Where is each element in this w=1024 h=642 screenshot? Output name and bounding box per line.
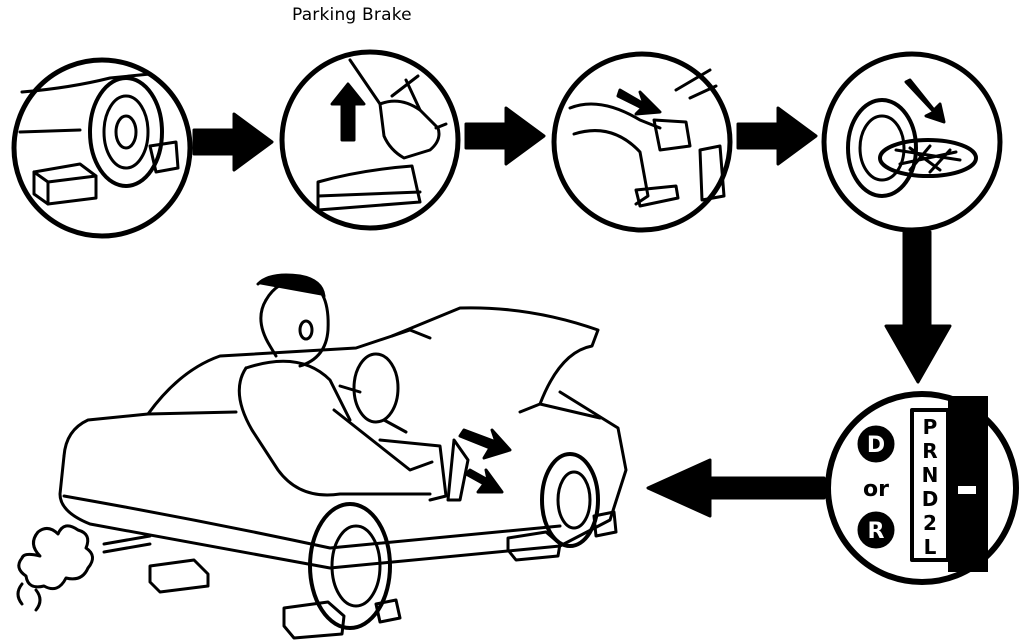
selector-r: R xyxy=(922,439,937,463)
gear-label-or: or xyxy=(863,477,889,502)
arrow-down xyxy=(884,230,952,384)
step-parking-brake xyxy=(279,49,461,231)
gear-label-d: D xyxy=(867,433,885,458)
arrow-left xyxy=(646,458,826,518)
parking-brake-caption: Parking Brake xyxy=(292,5,412,25)
arrow-right-3 xyxy=(736,106,818,166)
step-gear-selector xyxy=(825,391,1019,585)
step-ignition-key xyxy=(821,51,1003,233)
selector-2: 2 xyxy=(923,511,937,535)
selector-n: N xyxy=(922,463,939,487)
gear-label-r: R xyxy=(868,519,885,544)
selector-p: P xyxy=(923,415,938,439)
selector-l: L xyxy=(924,535,937,559)
selector-letters: P R N D 2 L xyxy=(922,415,939,559)
step-brake-pedal xyxy=(551,51,733,233)
car-with-driver xyxy=(16,273,628,640)
step-wheel-chock xyxy=(11,57,193,239)
arrow-right-2 xyxy=(464,106,546,166)
gear-letters: D or R xyxy=(863,433,889,544)
arrow-right-1 xyxy=(192,112,274,172)
selector-d: D xyxy=(922,487,939,511)
